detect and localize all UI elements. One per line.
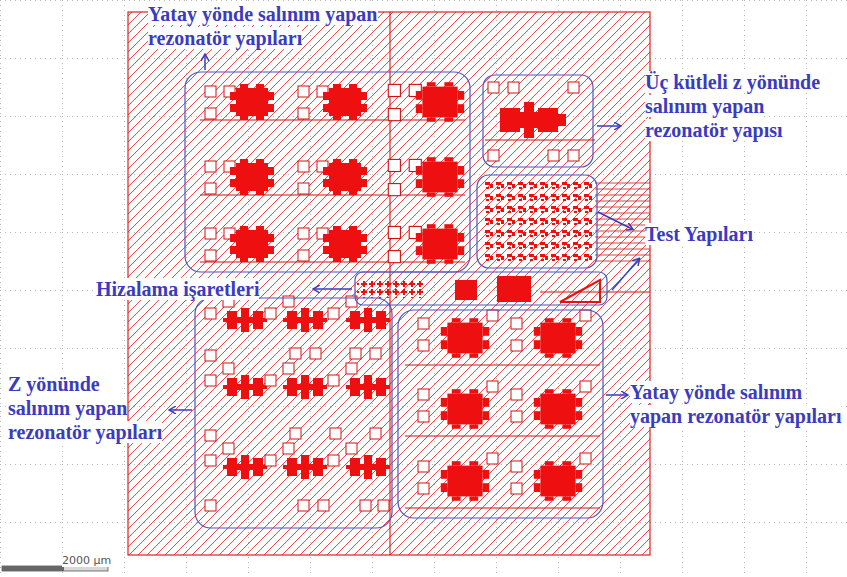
label-holder: Yatay yönde salınım yapan rezonatör yapı… [148, 2, 448, 50]
group-label: Hizalama işaretleri [96, 278, 259, 300]
label-holder: Z yönünde salınım yapan rezonatör yapıla… [8, 372, 166, 444]
label-holder: Üç kütleli z yönünde salınım yapan rezon… [645, 70, 841, 142]
scale-label: 2000 µm [62, 554, 111, 567]
leader-arrow [170, 55, 639, 410]
alignment-marks [357, 276, 650, 302]
label-holder: Hizalama işaretleri [96, 277, 259, 301]
three-mass-resonator [485, 82, 595, 161]
test-structures [482, 178, 595, 266]
label-holder: 2000 µm [62, 550, 111, 568]
group-label: Yatay yönde salınım yapan rezonatör yapı… [630, 381, 841, 427]
resonator-array [405, 310, 600, 508]
z-resonator-array [205, 296, 390, 511]
resonator-array [200, 82, 465, 264]
group-label: Yatay yönde salınım yapan rezonatör yapı… [148, 3, 378, 49]
label-holder: Yatay yönde salınım yapan rezonatör yapı… [630, 380, 842, 428]
label-holder: Test Yapıları [645, 222, 753, 246]
group-label: Test Yapıları [645, 223, 753, 245]
group-label: Z yönünde salınım yapan rezonatör yapıla… [8, 373, 162, 443]
group-outline [185, 72, 607, 528]
group-label: Üç kütleli z yönünde salınım yapan rezon… [645, 71, 820, 141]
